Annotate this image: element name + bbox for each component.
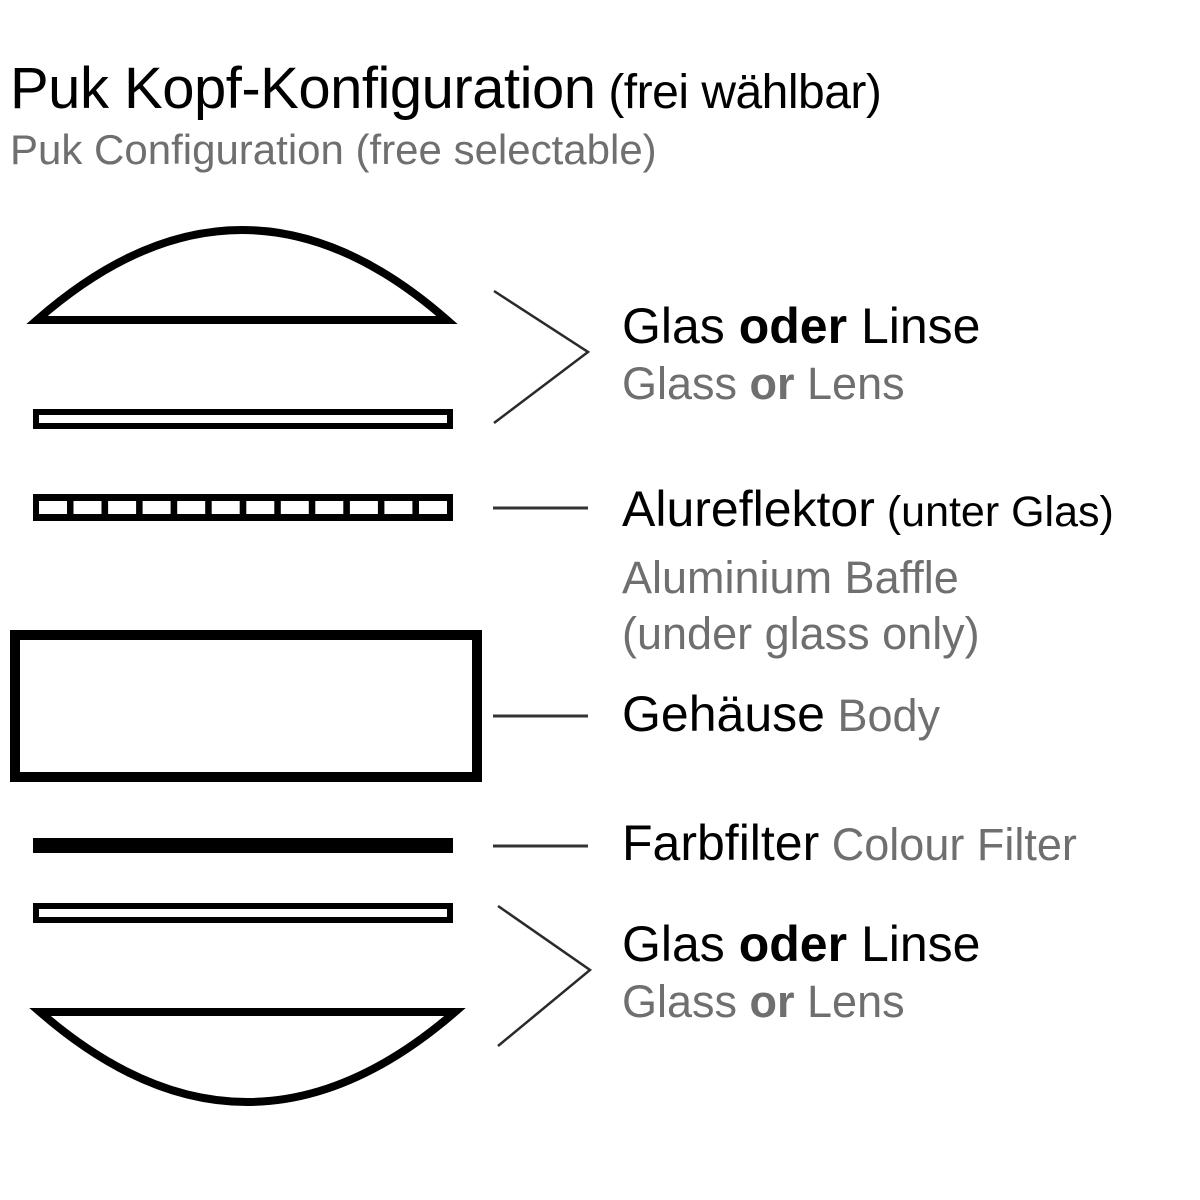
label-filter-en: Colour Filter bbox=[819, 819, 1077, 870]
label-baffle-en1: Aluminium Baffle bbox=[622, 552, 959, 603]
glass-dome-top-shape bbox=[26, 226, 458, 324]
label-glass-bottom-en: Glass or Lens bbox=[622, 976, 905, 1027]
chevron-bottom-connector bbox=[497, 904, 593, 1047]
page-title: Puk Kopf-Konfiguration (frei wählbar) bbox=[10, 54, 882, 128]
label-glass-top-de: Glas oder Linse bbox=[622, 298, 981, 354]
page-subtitle-en: Puk Configuration (free selectable) bbox=[10, 126, 657, 173]
label-glass-top-en: Glass or Lens bbox=[622, 358, 905, 409]
page-title-de: Puk Kopf-Konfiguration bbox=[10, 56, 596, 121]
label-glass-bottom: Glas oder Linse Glass or Lens bbox=[622, 915, 981, 1031]
label-body: Gehäuse Body bbox=[622, 685, 940, 756]
aluminium-baffle-strip-shape bbox=[33, 494, 453, 521]
glass-dome-bottom-shape bbox=[29, 1008, 466, 1106]
flat-glass-top-shape bbox=[33, 409, 453, 429]
label-filter: Farbfilter Colour Filter bbox=[622, 814, 1077, 885]
label-baffle-en2: (under glass only) bbox=[622, 608, 980, 659]
label-body-de: Gehäuse bbox=[622, 686, 825, 742]
label-filter-de: Farbfilter bbox=[622, 815, 820, 871]
label-glass-top: Glas oder Linse Glass or Lens bbox=[622, 297, 981, 413]
label-baffle-de: Alureflektor (unter Glas) bbox=[622, 481, 1114, 537]
page-title-de-paren: (frei wählbar) bbox=[595, 66, 882, 119]
label-body-en: Body bbox=[824, 690, 941, 741]
flat-glass-bottom-shape bbox=[33, 903, 453, 923]
chevron-top-connector bbox=[493, 289, 591, 424]
housing-body-shape bbox=[10, 630, 482, 782]
label-glass-bottom-de: Glas oder Linse bbox=[622, 916, 981, 972]
label-baffle: Alureflektor (unter Glas) Aluminium Baff… bbox=[622, 481, 1114, 662]
colour-filter-bar-shape bbox=[33, 838, 453, 853]
